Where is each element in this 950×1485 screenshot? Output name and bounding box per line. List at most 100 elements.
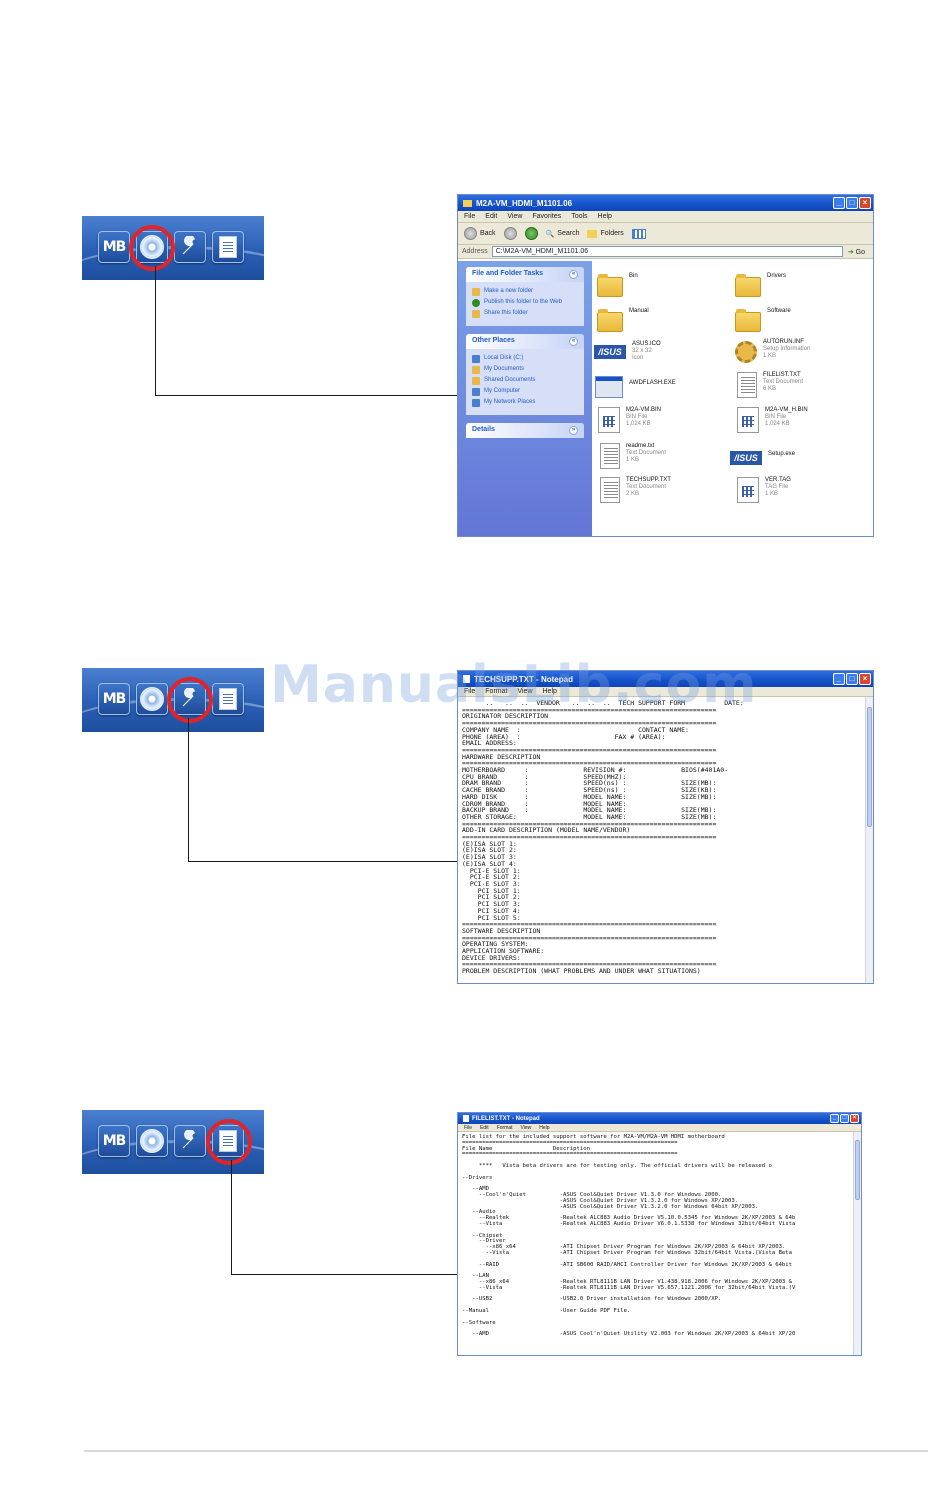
task-share-folder[interactable]: Share this folder	[472, 310, 578, 318]
panel-header[interactable]: Details»	[466, 423, 584, 438]
forward-button[interactable]	[503, 227, 517, 240]
notepad-text-area[interactable]: .. .. .. VENDOR .. .. .. TECH SUPPORT FO…	[458, 697, 865, 983]
callout-line	[155, 266, 156, 395]
panel-other-places: Other Places« Local Disk (C:) My Documen…	[466, 334, 584, 415]
file-item[interactable]: Software	[735, 308, 791, 332]
back-label: Back	[480, 230, 496, 237]
menu-format[interactable]: Format	[496, 1124, 513, 1131]
highlight-circle	[206, 1119, 252, 1165]
maximize-button[interactable]: □	[840, 1114, 849, 1123]
scrollbar-thumb[interactable]	[867, 707, 872, 827]
search-button[interactable]: 🔍Search	[546, 230, 580, 238]
menu-file[interactable]: File	[464, 688, 476, 695]
views-button[interactable]	[631, 228, 646, 239]
panel-title: File and Folder Tasks	[472, 270, 544, 277]
menu-format[interactable]: Format	[485, 688, 508, 695]
task-make-new-folder[interactable]: Make a new folder	[472, 288, 578, 296]
folders-label: Folders	[600, 230, 624, 237]
menu-file[interactable]: File	[464, 213, 476, 220]
file-name: Software	[767, 308, 791, 314]
menu-edit[interactable]: Edit	[480, 1124, 489, 1131]
minimize-button[interactable]: _	[833, 673, 845, 685]
mb-button[interactable]: MB	[98, 231, 130, 263]
new-folder-icon	[472, 288, 480, 296]
file-detail: Text Document	[763, 379, 804, 385]
minimize-button[interactable]: _	[830, 1114, 839, 1123]
menu-view[interactable]: View	[517, 688, 533, 695]
filelist-notepad-window: FILELIST.TXT - Notepad _ □ × File Edit F…	[457, 1112, 862, 1356]
task-label: Publish this folder to the Web	[484, 299, 562, 305]
collapse-icon[interactable]: «	[569, 337, 578, 346]
file-name: Manual	[629, 308, 649, 314]
file-item[interactable]: Drivers	[735, 273, 786, 297]
file-detail: Text Document	[626, 450, 667, 456]
menu-help[interactable]: Help	[539, 1124, 550, 1131]
place-local-disk[interactable]: Local Disk (C:)	[472, 355, 578, 363]
back-arrow-icon	[464, 227, 477, 240]
back-button[interactable]: Back	[464, 227, 496, 240]
menu-view[interactable]: View	[507, 213, 523, 220]
task-pane: File and Folder Tasks « Make a new folder…	[458, 261, 592, 536]
close-button[interactable]: ×	[850, 1114, 859, 1123]
panel-header[interactable]: File and Folder Tasks «	[466, 267, 584, 282]
file-name: TECHSUPP.TXT	[626, 477, 671, 483]
expand-icon[interactable]: »	[569, 426, 578, 435]
menu-favorites[interactable]: Favorites	[532, 213, 562, 220]
globe-icon	[472, 299, 480, 307]
vertical-scrollbar[interactable]	[853, 1132, 861, 1355]
vertical-scrollbar[interactable]	[865, 697, 873, 983]
browse-cd-button[interactable]	[136, 683, 168, 715]
notepad-text-area[interactable]: File list for the included support softw…	[458, 1132, 853, 1355]
menu-help[interactable]: Help	[597, 213, 612, 220]
place-shared-documents[interactable]: Shared Documents	[472, 377, 578, 385]
file-item[interactable]: Bin	[597, 273, 638, 297]
folders-button[interactable]: Folders	[587, 229, 624, 238]
file-item[interactable]: AWDFLASH.EXE	[595, 374, 676, 398]
tech-support-form-button[interactable]	[174, 231, 206, 263]
collapse-icon[interactable]: «	[569, 270, 578, 279]
go-button[interactable]: ➔ Go	[848, 248, 865, 256]
filelist-button[interactable]	[212, 683, 244, 715]
menu-view[interactable]: View	[520, 1124, 532, 1131]
menu-file[interactable]: File	[464, 1124, 473, 1131]
window-title: M2A-VM_HDMI_M1101.06	[476, 198, 573, 208]
file-detail: 32 x 32	[632, 348, 652, 354]
close-button[interactable]: ×	[859, 673, 871, 685]
panel-details: Details»	[466, 423, 584, 438]
close-button[interactable]: ×	[859, 197, 871, 209]
menu-tools[interactable]: Tools	[571, 213, 588, 220]
tech-support-form-button[interactable]	[174, 1125, 206, 1157]
maximize-button[interactable]: □	[846, 197, 858, 209]
folders-icon	[587, 229, 598, 238]
place-my-computer[interactable]: My Computer	[472, 388, 578, 396]
minimize-button[interactable]: _	[833, 197, 845, 209]
file-item[interactable]: Manual	[597, 308, 649, 332]
up-button[interactable]	[524, 227, 538, 240]
menu-edit[interactable]: Edit	[485, 213, 498, 220]
text-file-icon	[600, 443, 620, 469]
window-titlebar: M2A-VM_HDMI_M1101.06 _ □ ×	[458, 195, 873, 211]
browse-cd-button[interactable]	[136, 1125, 168, 1157]
panel-header[interactable]: Other Places«	[466, 334, 584, 349]
go-label: Go	[855, 248, 865, 256]
mb-button[interactable]: MB	[98, 683, 130, 715]
menu-bar: File Format View Help	[458, 687, 873, 697]
mb-button[interactable]: MB	[98, 1125, 130, 1157]
task-publish-web[interactable]: Publish this folder to the Web	[472, 299, 578, 307]
scrollbar-thumb[interactable]	[855, 1140, 860, 1200]
place-my-documents[interactable]: My Documents	[472, 366, 578, 374]
address-input[interactable]: C:\M2A-VM_HDMI_M1101.06	[491, 246, 843, 257]
menu-help[interactable]: Help	[542, 688, 557, 695]
place-my-network[interactable]: My Network Places	[472, 399, 578, 407]
maximize-button[interactable]: □	[846, 673, 858, 685]
filelist-button[interactable]	[212, 231, 244, 263]
